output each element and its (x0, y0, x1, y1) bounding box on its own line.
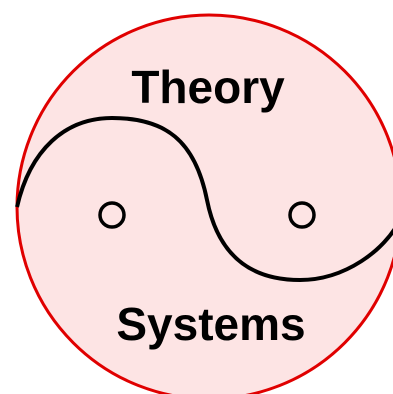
dividing-curve (15, 115, 393, 283)
left-dot (98, 201, 126, 229)
theory-label: Theory (131, 61, 285, 113)
systems-label: Systems (116, 298, 305, 350)
right-dot (288, 201, 316, 229)
